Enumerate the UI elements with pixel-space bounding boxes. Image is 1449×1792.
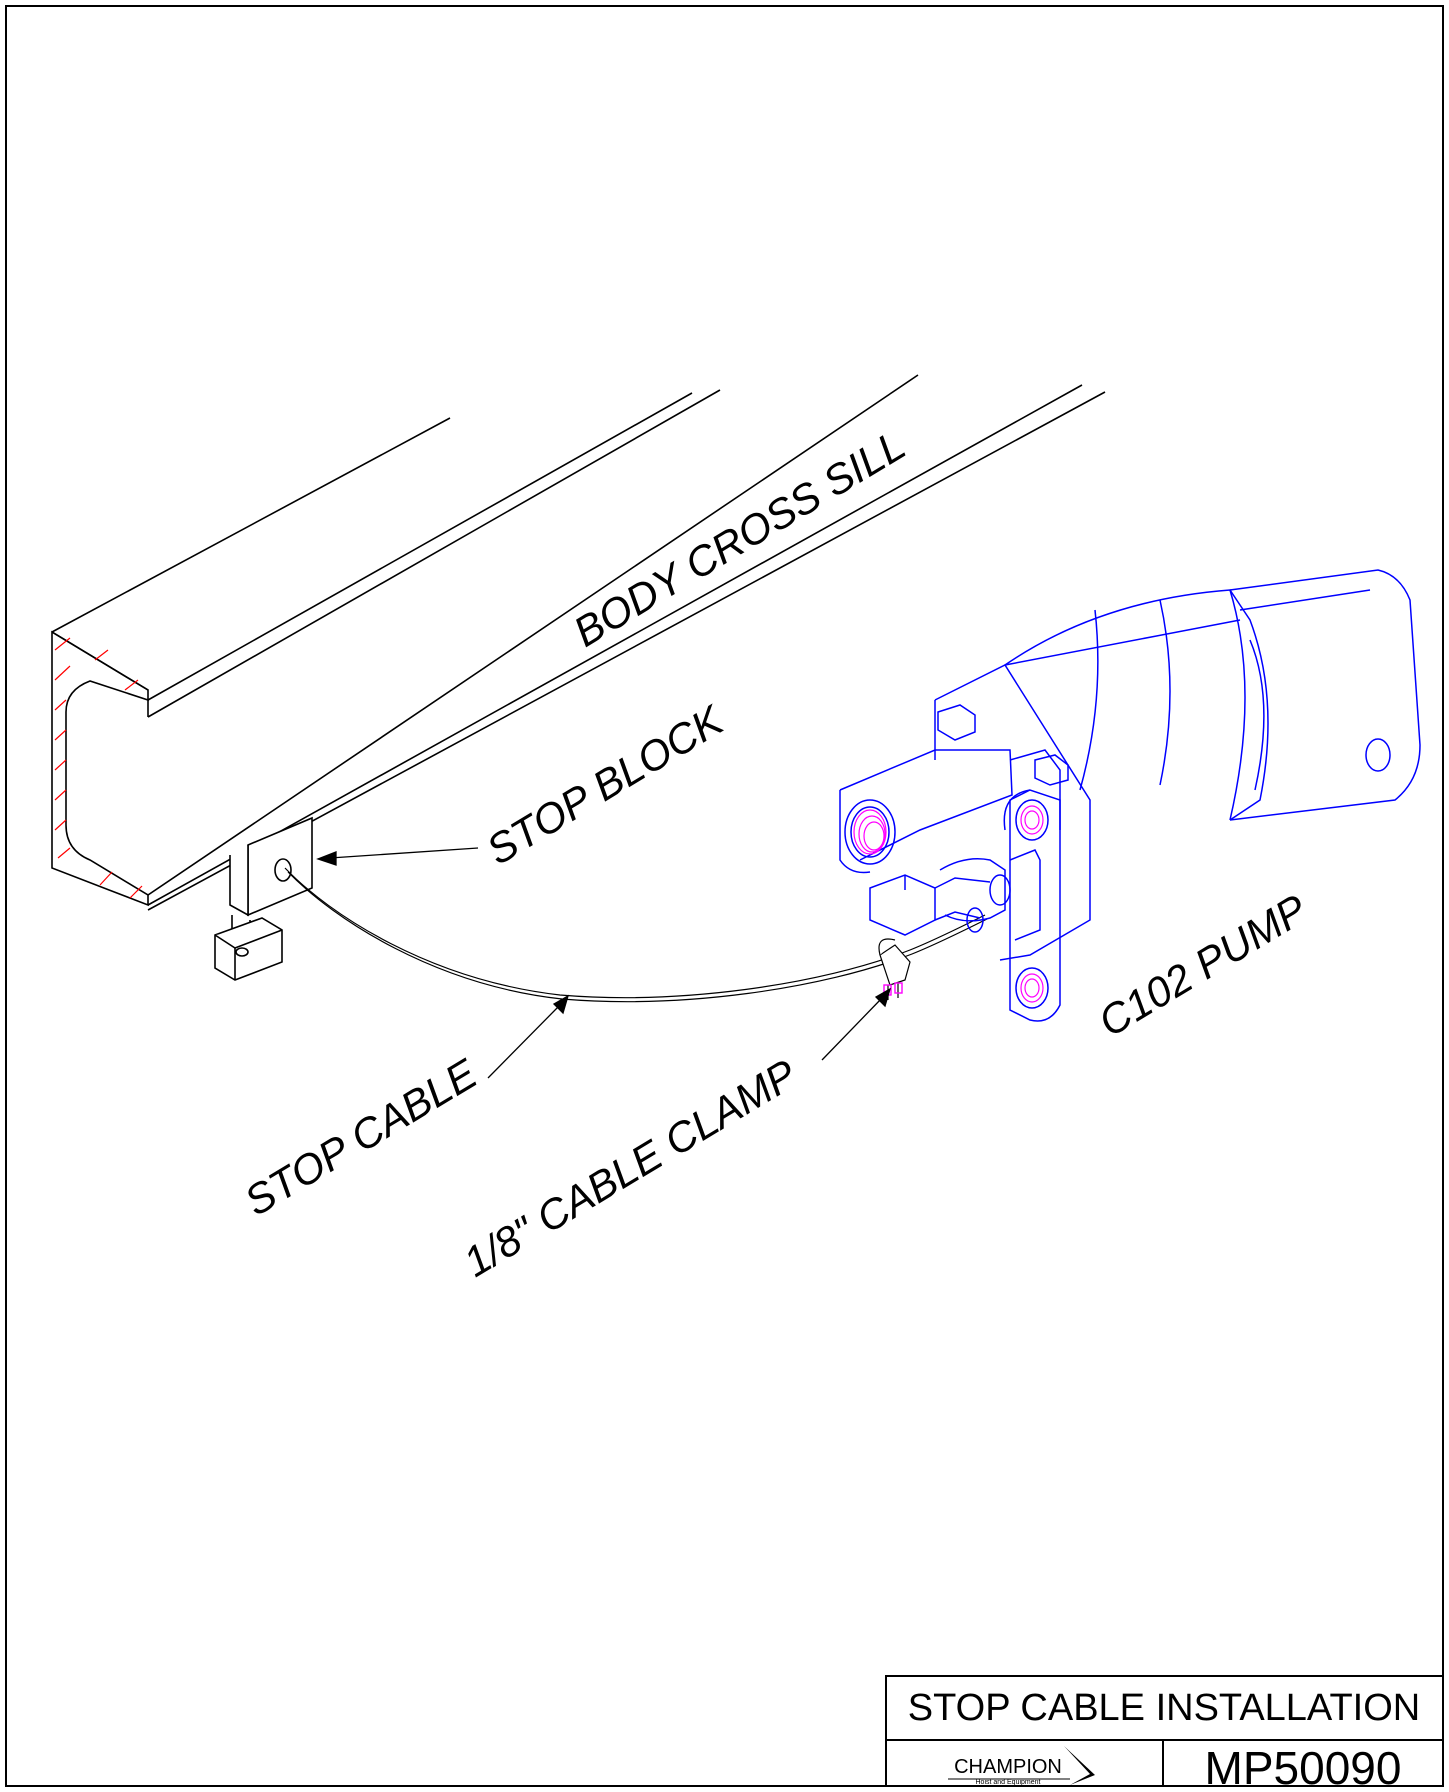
sill-section-hatch — [54, 637, 143, 899]
drawing-number: MP50090 — [1205, 1742, 1402, 1792]
label-stop-cable: STOP CABLE — [236, 1049, 485, 1224]
c102-pump — [839, 569, 1421, 1022]
stop-cable-leader — [487, 1004, 561, 1079]
label-c102-pump: C102 PUMP — [1090, 885, 1314, 1046]
stop-block-arrowhead — [316, 851, 337, 866]
pump-port-threads — [853, 805, 1044, 1003]
title-block — [885, 1675, 1444, 1787]
stop-cable-arrowhead — [552, 994, 570, 1015]
stop-block-hole — [274, 858, 292, 882]
label-stop-block: STOP BLOCK — [478, 695, 732, 873]
stop-block-lower-hole — [235, 947, 249, 957]
body-cross-sill — [51, 374, 1106, 911]
label-cable-clamp: 1/8" CABLE CLAMP — [455, 1050, 804, 1286]
logo-tagline: Hoist and Equipment — [976, 1779, 1041, 1786]
drawing-title: STOP CABLE INSTALLATION — [908, 1687, 1420, 1729]
stop-cable — [284, 867, 988, 1003]
leader-lines — [316, 847, 892, 1079]
stop-block-leader — [329, 847, 479, 859]
stop-block — [214, 816, 313, 981]
cable-clamp-arrowhead — [874, 987, 892, 1008]
logo-wordmark: CHAMPION — [954, 1756, 1062, 1778]
cable-clamp-leader — [821, 997, 883, 1061]
label-body-cross-sill: BODY CROSS SILL — [565, 421, 913, 656]
drawing-border — [5, 5, 1444, 1787]
champion-logo: CHAMPION Hoist and Equipment — [948, 1746, 1095, 1786]
